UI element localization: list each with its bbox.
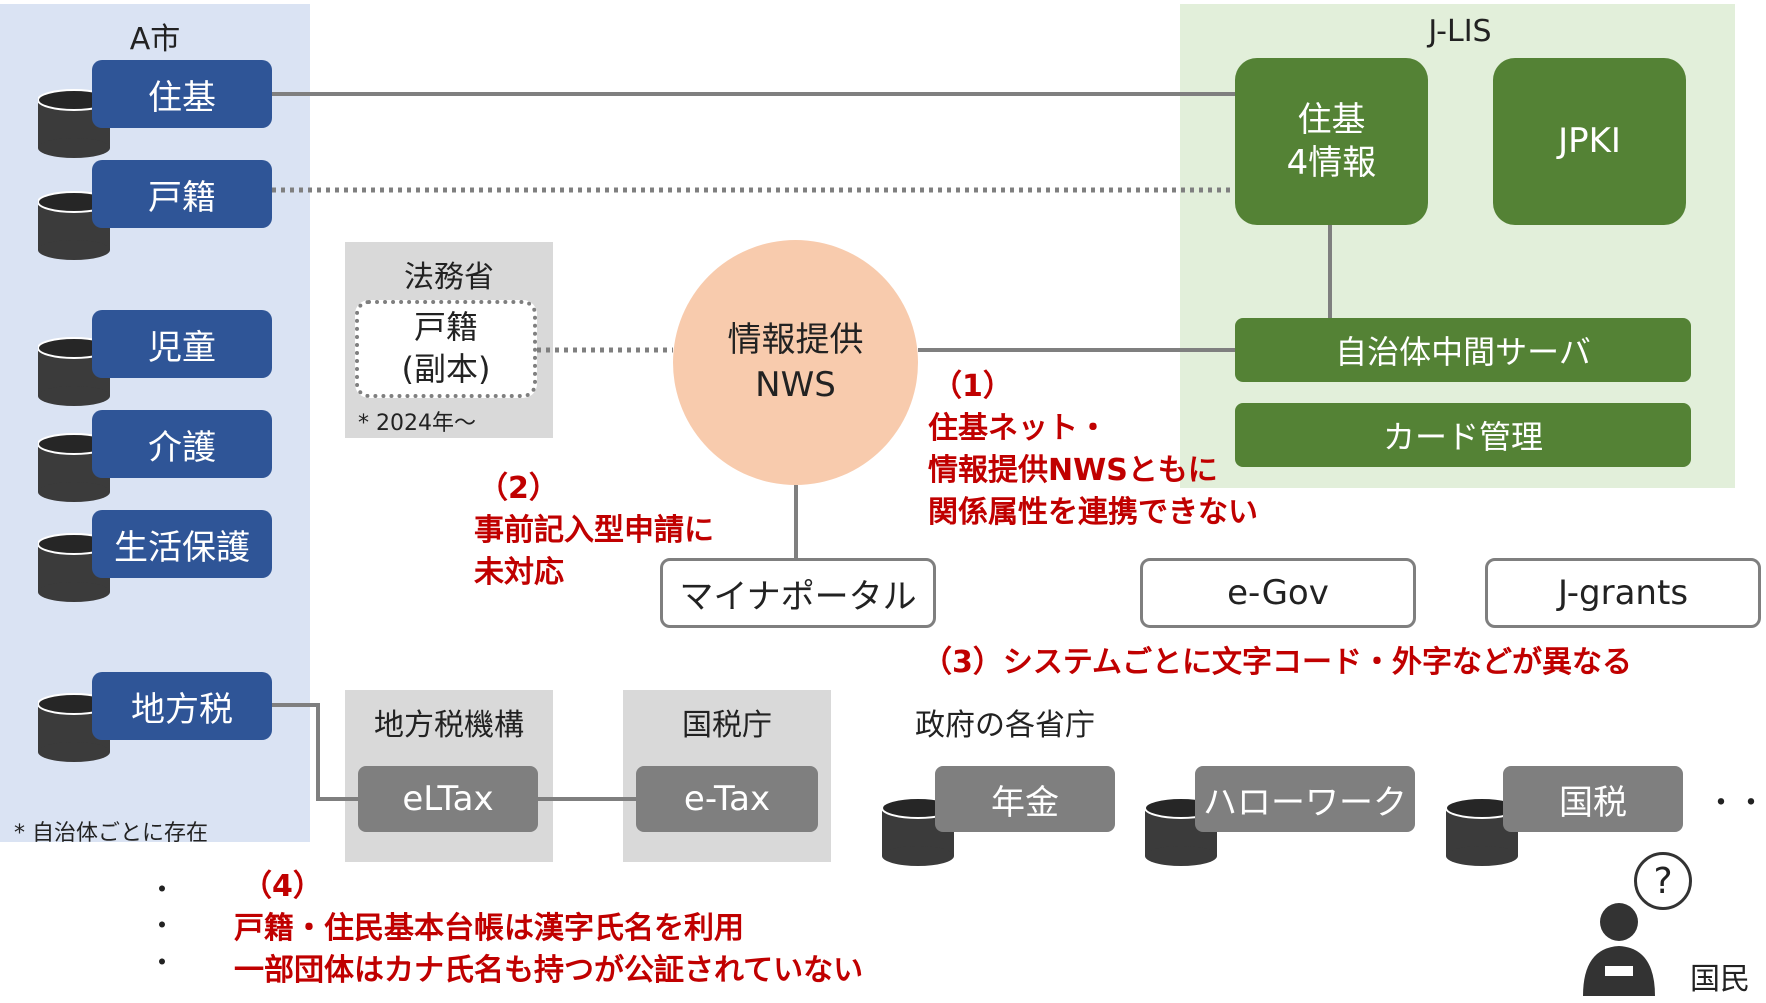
bullet-2: ・	[148, 909, 177, 943]
bullet-1: ・	[148, 873, 177, 906]
issue-4-number: （4）	[242, 869, 323, 904]
nws-line1: 情報提供	[727, 320, 864, 361]
jlis-middle-server: 自治体中間サーバ	[1235, 318, 1691, 382]
question-mark: ?	[1653, 860, 1673, 902]
citizen-person-icon	[1583, 903, 1655, 996]
etax-box: e-Tax	[636, 766, 818, 832]
city-note: * 自治体ごとに存在	[14, 821, 208, 846]
jlis-card-management: カード管理	[1235, 403, 1691, 467]
info-provision-nws: 情報提供 NWS	[673, 240, 918, 485]
bullet-3: ・	[148, 945, 177, 979]
city-system-juki: 住基	[92, 60, 272, 128]
gov-system-hellowork: ハローワーク	[1195, 766, 1415, 832]
city-system-kaigo: 介護	[92, 410, 272, 478]
eltax-box: eLTax	[358, 766, 538, 832]
issue-2: （2） 事前記入型申請に 未対応	[474, 468, 714, 594]
tax-eltax-line	[272, 703, 358, 801]
issue-1: （1） 住基ネット・ 情報提供NWSともに 関係属性を連携できない	[928, 366, 1258, 534]
issue-2-line2: 未対応	[474, 555, 564, 590]
jlis-jpki: JPKI	[1493, 58, 1686, 225]
city-system-jido: 児童	[92, 310, 272, 378]
moj-title: 法務省	[404, 260, 494, 295]
issue-4-line2: 一部団体はカナ氏名も持つが公証されていない	[234, 953, 864, 988]
kokuzei-db-icon	[1446, 797, 1519, 866]
nws-line2: NWS	[755, 364, 836, 405]
issue-1-number: （1）	[932, 369, 1013, 404]
seikatsu-db-icon	[38, 533, 111, 602]
juki-4info-line1: 住基	[1297, 100, 1366, 140]
mynaportal-box: マイナポータル	[660, 558, 936, 628]
local-tax-org-title: 地方税機構	[374, 708, 524, 743]
city-system-chihozei: 地方税	[92, 672, 272, 740]
juki-4info-line2: 4情報	[1286, 142, 1377, 183]
moj-note: * 2024年～	[358, 411, 476, 436]
city-system-seikatsu-hogo: 生活保護	[92, 510, 272, 578]
issue-1-line2: 情報提供NWSともに	[928, 453, 1218, 488]
issue-4-line1: 戸籍・住民基本台帳は漢字氏名を利用	[234, 911, 744, 946]
issue-2-number: （2）	[478, 471, 559, 506]
moj-koseki-line1: 戸籍	[413, 308, 478, 347]
issue-3: （3）システムごとに文字コード・外字などが異なる	[922, 645, 1632, 680]
bullet-list: ・ ・ ・	[148, 872, 176, 981]
jgrants-box: J-grants	[1485, 558, 1761, 628]
moj-koseki-copy: 戸籍 (副本)	[355, 300, 537, 398]
issue-1-line3: 関係属性を連携できない	[928, 495, 1258, 530]
egov-box: e-Gov	[1140, 558, 1416, 628]
nta-title: 国税庁	[682, 708, 772, 743]
citizen-label: 国民	[1690, 962, 1750, 997]
issue-1-line1: 住基ネット・	[928, 411, 1108, 446]
gov-system-nenkin: 年金	[935, 766, 1115, 832]
issue-2-line1: 事前記入型申請に	[474, 513, 714, 548]
city-system-koseki: 戸籍	[92, 160, 272, 228]
government-title: 政府の各省庁	[915, 708, 1095, 743]
jlis-title: J-LIS	[1428, 14, 1492, 49]
question-bubble-icon: ?	[1634, 852, 1692, 910]
juki-db-icon	[38, 89, 111, 158]
jido-db-icon	[38, 337, 111, 406]
issue-4: （4） 戸籍・住民基本台帳は漢字氏名を利用 一部団体はカナ氏名も持つが公証されて…	[234, 866, 863, 992]
gov-system-kokuzei: 国税	[1503, 766, 1683, 832]
moj-koseki-line2: (副本)	[401, 350, 491, 388]
city-title: A市	[129, 22, 181, 57]
more-ellipsis: ・・・	[1706, 786, 1766, 821]
